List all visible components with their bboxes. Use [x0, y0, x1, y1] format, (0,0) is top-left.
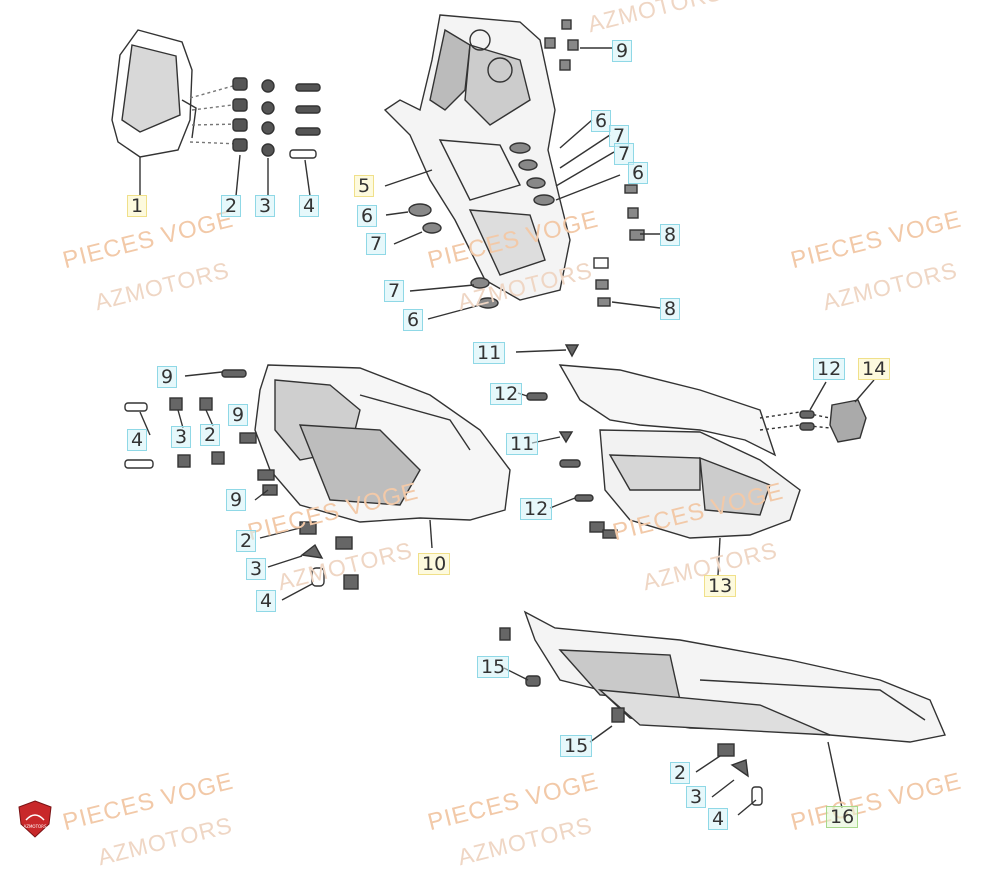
instrument-display	[111, 29, 197, 195]
callout-6: 6	[357, 205, 378, 227]
headlight-bracket	[383, 14, 571, 301]
callout-2: 2	[200, 424, 221, 446]
callout-4: 4	[127, 429, 148, 451]
headlight-assembly	[254, 364, 511, 549]
callout-5: 5	[354, 175, 375, 197]
callout-12: 12	[520, 498, 553, 520]
fasteners-top-left	[189, 83, 241, 145]
callout-2: 2	[236, 530, 257, 552]
callout-7: 7	[366, 233, 387, 255]
azmotors-shield-logo: AZMOTORS	[18, 800, 52, 838]
callout-2: 2	[221, 195, 242, 217]
callout-13: 13	[704, 575, 737, 597]
callout-9: 9	[157, 366, 178, 388]
callout-6: 6	[403, 309, 424, 331]
callout-2: 2	[670, 762, 691, 784]
callout-4: 4	[708, 808, 729, 830]
headlight-cowl	[558, 364, 801, 576]
callout-15: 15	[560, 735, 593, 757]
bolts-top-left	[232, 77, 321, 159]
callout-16: 16	[826, 806, 859, 828]
headlight-fasteners	[124, 369, 359, 590]
callout-15: 15	[477, 656, 510, 678]
callout-12: 12	[813, 358, 846, 380]
lower-fairing	[523, 610, 946, 809]
callout-4: 4	[299, 195, 320, 217]
callout-3: 3	[255, 195, 276, 217]
callout-11: 11	[473, 342, 506, 364]
callout-7: 7	[614, 143, 635, 165]
logo-text: AZMOTORS	[24, 824, 47, 829]
callout-7: 7	[384, 280, 405, 302]
callout-11: 11	[506, 433, 539, 455]
callout-6: 6	[628, 162, 649, 184]
callout-10: 10	[418, 553, 451, 575]
cowl-fasteners	[526, 344, 618, 539]
callout-4: 4	[256, 590, 277, 612]
callout-3: 3	[686, 786, 707, 808]
callout-9: 9	[228, 404, 249, 426]
callout-1: 1	[127, 195, 148, 217]
callout-14: 14	[858, 358, 891, 380]
callout-6: 6	[591, 110, 612, 132]
callout-12: 12	[490, 383, 523, 405]
callout-8: 8	[660, 224, 681, 246]
callout-7: 7	[609, 125, 630, 147]
callout-3: 3	[171, 426, 192, 448]
callout-3: 3	[246, 558, 267, 580]
callout-9: 9	[226, 489, 247, 511]
callout-9: 9	[612, 40, 633, 62]
grommets-bracket	[408, 19, 645, 309]
indicator-connector	[759, 379, 875, 443]
callout-8: 8	[660, 298, 681, 320]
